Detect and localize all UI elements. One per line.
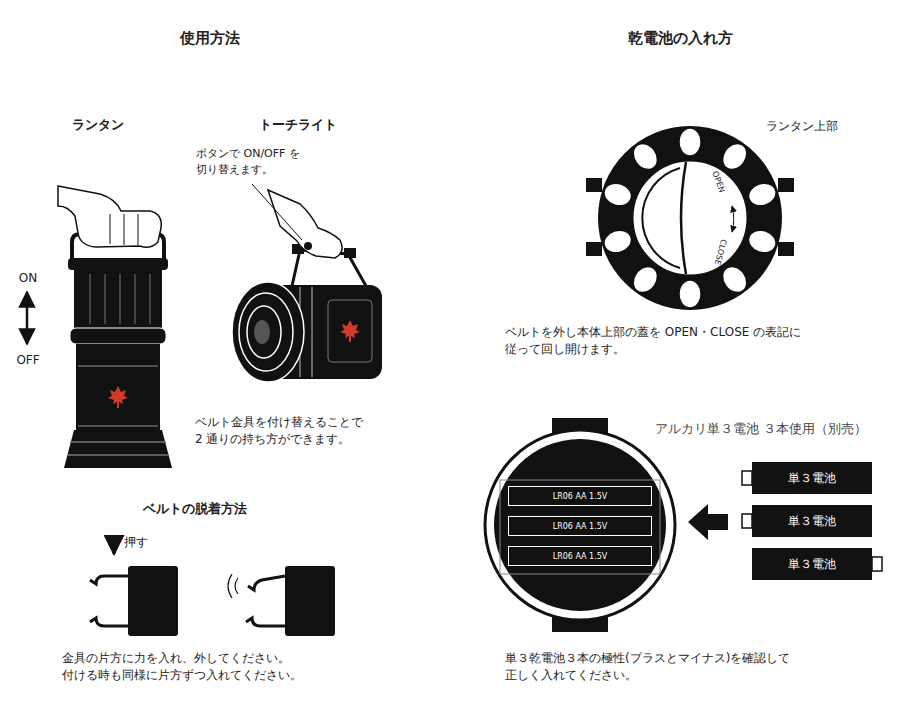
belt-wire	[246, 576, 285, 626]
lantern-base-lines	[68, 442, 168, 455]
node-text: 単３電池	[788, 470, 836, 487]
lantern-cap	[68, 258, 168, 270]
side-tab	[586, 178, 602, 192]
lantern-lower	[76, 344, 160, 430]
power-button	[304, 242, 312, 250]
battery-compartment	[485, 418, 882, 632]
torch-illustration	[232, 184, 382, 382]
callout-note: ボタンで ON/OFF を 切り替えます。	[196, 146, 306, 178]
battery-cell: LR06 AA 1.5V	[508, 546, 652, 566]
vent	[679, 280, 701, 308]
side-tab	[778, 178, 794, 192]
top-outer	[598, 126, 782, 310]
switch-label: ON	[10, 270, 46, 287]
hand	[58, 186, 161, 247]
lantern-illustration	[27, 186, 172, 468]
insert-arrow	[688, 504, 728, 540]
vent	[746, 227, 779, 257]
vent	[746, 180, 779, 210]
battery-cell: LR06 AA 1.5V	[508, 516, 652, 536]
belt-body	[285, 566, 335, 636]
torch-lens	[232, 282, 304, 382]
vent	[601, 180, 634, 210]
vent	[679, 128, 701, 156]
lantern-base	[64, 430, 172, 468]
instruction-text: 単３乾電池３本の極性(プラスとマイナス)を確認して 正しく入れてください。	[505, 650, 799, 685]
switch-label: OFF	[8, 352, 48, 369]
battery: 単３電池	[752, 462, 872, 494]
battery-cell: LR06 AA 1.5V	[508, 486, 652, 506]
hand	[268, 190, 342, 258]
section-heading: 使用方法	[150, 28, 270, 50]
compartment-floor	[494, 439, 666, 611]
vent	[601, 227, 634, 257]
battery: 単３電池	[752, 505, 872, 537]
battery-terminal	[742, 514, 752, 528]
instruction-text: ベルトを外し本体上部の蓋を OPEN・CLOSE の表記に 従って回し開けます。	[505, 324, 807, 359]
section-subheading: ベルトの脱着方法	[110, 500, 280, 519]
lantern-collar	[70, 328, 166, 344]
lantern-upper	[74, 270, 162, 328]
finger-lines	[110, 214, 138, 245]
lid-divider	[681, 162, 686, 274]
node-text: LR06 AA 1.5V	[553, 492, 608, 501]
figure-title: トーチライト	[238, 116, 358, 135]
instruction-text: ベルト金具を付け替えることで 2 通りの持ち方ができます。	[195, 414, 369, 449]
lens-ring	[239, 293, 293, 371]
side-tab	[586, 242, 602, 256]
lantern-ribs	[90, 274, 150, 324]
note-text: アルカリ単３電池 ３本使用（別売）	[655, 420, 867, 439]
action-label: 押す	[124, 534, 148, 551]
instruction-text: 金具の片方に力を入れ、外してください。 付ける時も同様に片方ずつ入れてください。	[62, 650, 303, 685]
figure-title: ランタン	[58, 116, 138, 135]
push-arrow	[113, 536, 116, 554]
leader-line	[252, 184, 302, 240]
section-heading: 乾電池の入れ方	[600, 28, 760, 50]
lid	[632, 160, 748, 276]
node-text: 単３電池	[788, 513, 836, 530]
strap-clip	[344, 248, 356, 258]
torch-band	[328, 300, 372, 362]
belt-body	[128, 566, 178, 636]
battery: 単３電池	[752, 548, 872, 580]
lens-ring	[247, 306, 281, 358]
side-tab	[778, 242, 794, 256]
node-text: LR06 AA 1.5V	[553, 522, 608, 531]
on-off-arrow	[26, 292, 29, 344]
lens-center	[254, 320, 270, 344]
node-text: 単３電池	[788, 556, 836, 573]
figure-title: ランタン上部	[752, 118, 852, 135]
belt-illustration	[90, 536, 335, 636]
battery-terminal	[872, 557, 882, 571]
lantern-top-illustration	[586, 126, 794, 310]
node-text: LR06 AA 1.5V	[553, 552, 608, 561]
lantern-band	[78, 366, 158, 426]
turn-arrow	[732, 206, 734, 232]
maple-leaf-logo	[108, 386, 128, 408]
compartment-rim	[485, 430, 675, 620]
belt-wire	[90, 576, 128, 626]
vent-ring	[601, 128, 779, 308]
motion-marks	[228, 574, 238, 598]
battery-terminal	[742, 471, 752, 485]
holder	[500, 480, 660, 574]
maple-leaf-logo	[340, 320, 360, 342]
lid-grip	[642, 168, 680, 268]
